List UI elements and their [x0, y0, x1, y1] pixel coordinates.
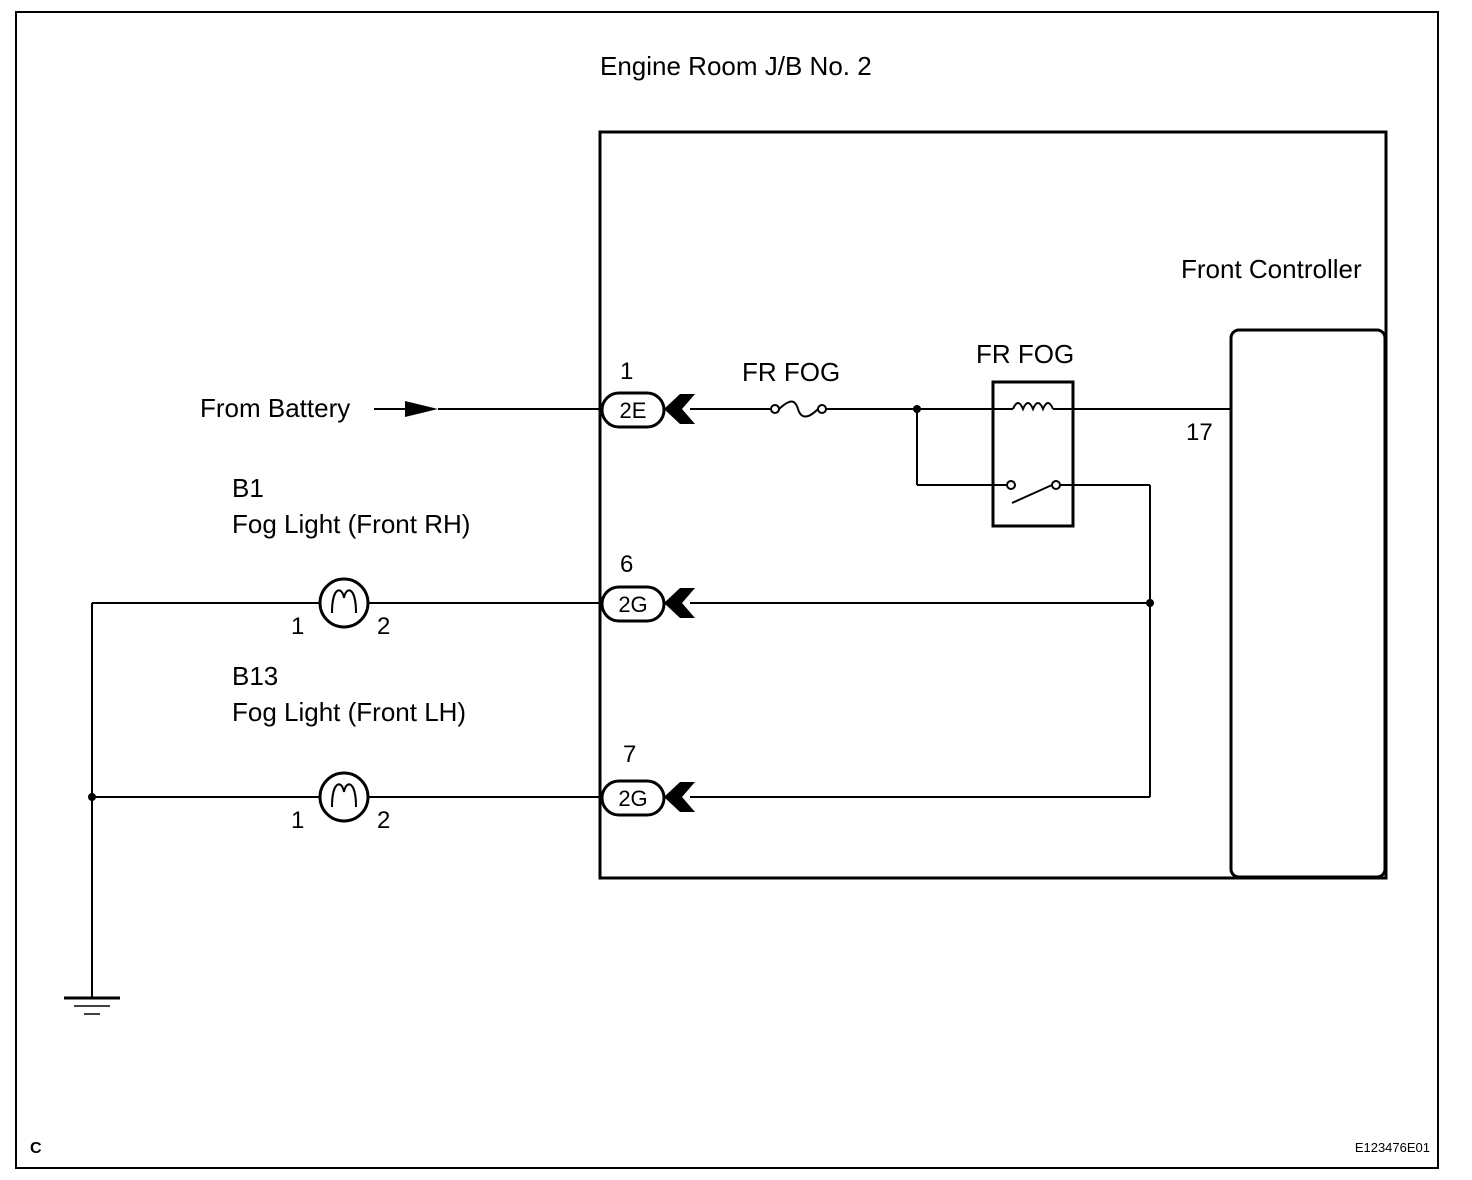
fuse-icon — [778, 400, 819, 418]
lamp-b13-code: B13 — [232, 661, 278, 691]
relay-switch-blade-icon — [1011, 484, 1053, 504]
lamp-b13-pin-2: 2 — [377, 807, 390, 834]
relay-switch-contact-left — [1006, 480, 1016, 490]
connector-6-pin: 6 — [620, 551, 633, 578]
lamp-b1-name: Fog Light (Front RH) — [232, 509, 470, 539]
controller-label: Front Controller — [1181, 254, 1362, 284]
relay-label: FR FOG — [976, 339, 1074, 369]
fuse-label: FR FOG — [742, 357, 840, 387]
connector-7-pin: 7 — [623, 741, 636, 768]
outer-frame — [15, 11, 1439, 1169]
connector-2e-chevron-icon — [664, 394, 695, 424]
relay-switch-contact-right — [1051, 480, 1061, 490]
lamp-b1-code: B1 — [232, 473, 264, 503]
jb-title: Engine Room J/B No. 2 — [600, 51, 872, 81]
connector-2e-body — [600, 391, 666, 429]
lamp-b13-name: Fog Light (Front LH) — [232, 697, 466, 727]
relay-coil-icon — [1012, 402, 1054, 412]
front-controller-box — [1229, 328, 1387, 879]
figure-id: E123476E01 — [1355, 1140, 1430, 1155]
connector-7-code: 2G — [618, 786, 647, 811]
fog-lamp-lh-icon — [318, 771, 370, 823]
lamp-b1-pin-2: 2 — [377, 613, 390, 640]
fuse-terminal-right — [817, 404, 827, 414]
fog-lamp-rh-filament — [331, 589, 357, 614]
fog-lamp-rh-icon — [318, 577, 370, 629]
battery-arrow-icon — [405, 401, 438, 417]
battery-label: From Battery — [200, 393, 350, 423]
connector-2g-7-chevron-icon — [664, 782, 695, 812]
relay-box — [991, 380, 1075, 528]
connector-6-code: 2G — [618, 592, 647, 617]
junction-dot-ground — [88, 793, 96, 801]
lamp-b1-pin-1: 1 — [291, 613, 304, 640]
connector-2g-6-chevron-icon — [664, 588, 695, 618]
corner-letter: C — [30, 1140, 42, 1157]
fuse-terminal-left — [770, 404, 780, 414]
lamp-b13-pin-1: 1 — [291, 807, 304, 834]
fog-lamp-lh-filament — [331, 783, 357, 808]
controller-pin-17: 17 — [1186, 419, 1213, 446]
connector-1-pin: 1 — [620, 358, 633, 385]
connector-1-code: 2E — [620, 398, 647, 423]
